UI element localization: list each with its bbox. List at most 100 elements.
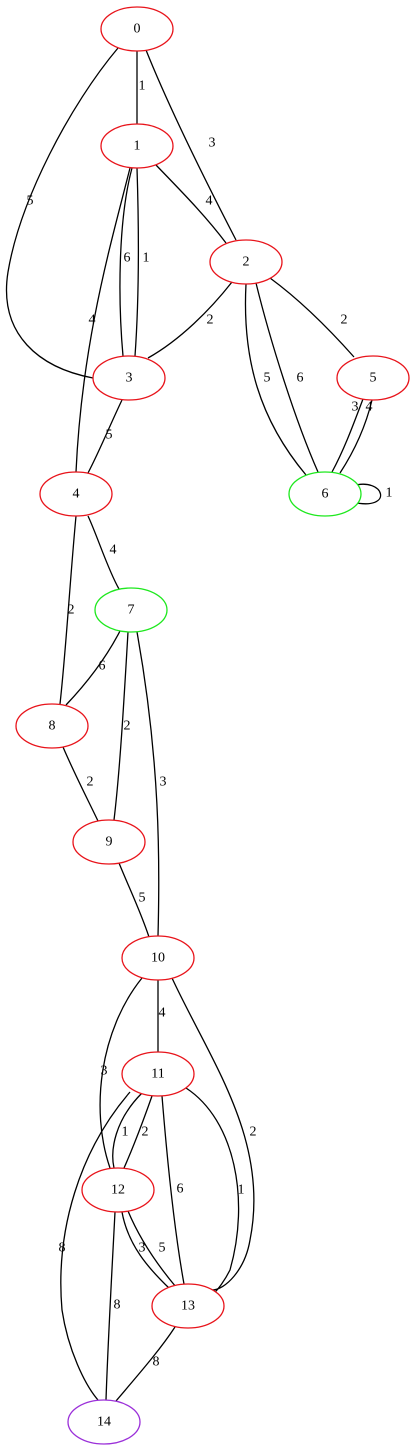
edge-label-0-1: 1 <box>139 79 146 94</box>
node-11: 11 <box>121 1051 195 1097</box>
node-label-11: 11 <box>151 1067 164 1082</box>
node-ellipse-11 <box>121 1051 195 1097</box>
node-ellipse-3 <box>92 355 166 401</box>
node-label-14: 14 <box>97 1415 111 1430</box>
node-ellipse-7 <box>94 587 168 633</box>
node-ellipse-14 <box>67 1399 141 1445</box>
edge-1-3 <box>134 167 139 357</box>
node-ellipse-13 <box>151 1283 225 1329</box>
edge-label-12-13: 5 <box>159 1241 166 1256</box>
edge-2-6 <box>255 282 319 473</box>
edge-label-1-3: 6 <box>124 251 131 266</box>
edge-label-1-2: 4 <box>206 194 213 209</box>
edge-5-6 <box>331 398 364 473</box>
node-label-1: 1 <box>134 139 141 154</box>
edge-label-11-13: 6 <box>177 1182 184 1197</box>
edge-0-2 <box>145 49 237 241</box>
edge-4-8 <box>59 515 77 705</box>
edge-0-3 <box>5 47 119 379</box>
edge-1-2 <box>155 164 227 244</box>
edge-2-5 <box>269 277 355 358</box>
node-10: 10 <box>121 935 195 981</box>
edge-label-1-4: 4 <box>89 313 96 328</box>
node-label-12: 12 <box>111 1183 125 1198</box>
edge-8-9 <box>62 746 99 822</box>
edge-label-9-10: 5 <box>139 891 146 906</box>
node-14: 14 <box>67 1399 141 1445</box>
node-ellipse-9 <box>72 819 146 865</box>
node-7: 7 <box>94 587 168 633</box>
edge-11-13 <box>161 1095 185 1285</box>
node-ellipse-5 <box>336 355 410 401</box>
node-ellipse-10 <box>121 935 195 981</box>
node-label-5: 5 <box>370 371 377 386</box>
node-ellipse-2 <box>209 239 283 285</box>
edge-label-5-6: 4 <box>366 400 373 415</box>
edge-2-3 <box>147 281 233 359</box>
node-5: 5 <box>336 355 410 401</box>
edge-label-1-3: 1 <box>143 251 150 266</box>
edge-12-13 <box>127 1210 177 1288</box>
edge-label-2-3: 2 <box>207 313 214 328</box>
edge-11-13 <box>185 1087 240 1296</box>
edge-label-11-12: 2 <box>142 1125 149 1140</box>
node-ellipse-1 <box>100 123 174 169</box>
node-label-2: 2 <box>243 255 250 270</box>
edge-5-6 <box>339 399 373 474</box>
node-ellipse-6 <box>288 471 362 517</box>
node-label-9: 9 <box>106 835 113 850</box>
edge-label-3-4: 5 <box>106 428 113 443</box>
node-3: 3 <box>92 355 166 401</box>
edge-label-7-9: 2 <box>124 719 131 734</box>
node-label-4: 4 <box>73 487 80 502</box>
edges-layer <box>5 47 382 1402</box>
node-label-13: 13 <box>181 1299 195 1314</box>
node-12: 12 <box>81 1167 155 1213</box>
node-label-0: 0 <box>134 22 141 37</box>
node-0: 0 <box>100 6 174 52</box>
edge-label-11-14: 8 <box>59 1241 66 1256</box>
edge-label-12-14: 8 <box>114 1298 121 1313</box>
edge-1-3 <box>119 167 133 357</box>
edge-3-4 <box>87 399 123 474</box>
edge-7-8 <box>65 630 121 706</box>
node-ellipse-0 <box>100 6 174 52</box>
node-4: 4 <box>39 471 113 517</box>
edge-label-5-6: 3 <box>352 400 359 415</box>
node-8: 8 <box>15 703 89 749</box>
edge-label-11-13: 1 <box>238 1183 245 1198</box>
edge-12-14 <box>105 1211 116 1401</box>
edge-7-10 <box>136 631 160 937</box>
edge-label-0-2: 3 <box>209 136 216 151</box>
edge-label-11-12: 1 <box>122 1125 129 1140</box>
edge-9-10 <box>118 862 150 938</box>
edge-2-6 <box>244 283 307 476</box>
edge-label-13-14: 8 <box>153 1355 160 1370</box>
edge-label-0-3: 5 <box>27 194 34 209</box>
edge-11-14 <box>60 1091 131 1401</box>
edge-label-2-5: 2 <box>341 313 348 328</box>
node-6: 6 <box>288 471 362 517</box>
edge-label-2-6: 6 <box>297 371 304 386</box>
node-label-7: 7 <box>128 603 135 618</box>
edge-1-4 <box>75 167 131 473</box>
edge-12-13 <box>121 1211 171 1290</box>
node-label-3: 3 <box>126 371 133 386</box>
edge-label-10-13: 2 <box>250 1125 257 1140</box>
edge-label-2-6: 5 <box>264 371 271 386</box>
edge-label-10-12: 3 <box>101 1064 108 1079</box>
edge-6-6 <box>351 483 382 505</box>
edge-label-7-10: 3 <box>160 775 167 790</box>
node-9: 9 <box>72 819 146 865</box>
node-label-10: 10 <box>151 951 165 966</box>
edge-label-7-8: 6 <box>99 659 106 674</box>
edge-13-14 <box>115 1326 176 1402</box>
node-ellipse-4 <box>39 471 113 517</box>
edge-label-4-7: 4 <box>110 543 117 558</box>
edge-label-8-9: 2 <box>87 775 94 790</box>
edge-11-12 <box>123 1095 153 1169</box>
node-label-6: 6 <box>322 487 329 502</box>
edge-label-4-8: 2 <box>68 603 75 618</box>
